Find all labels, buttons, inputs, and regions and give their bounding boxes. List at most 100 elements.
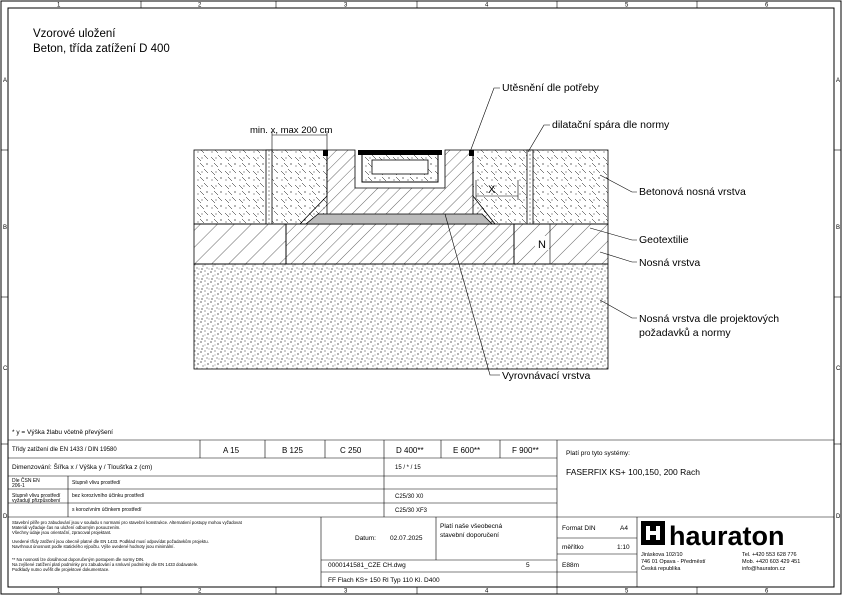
concrete-right: [472, 149, 609, 225]
geotextile-callout: Geotextilie: [639, 234, 689, 246]
note-text: Podklady nutno ověřit dle projektové dok…: [12, 567, 109, 572]
note-text: Všechny údaje jsou orientační, zpracoval…: [12, 530, 111, 535]
col-label: 6: [765, 589, 769, 595]
exposure-row-label: s korozívním účinkem prostředí: [72, 507, 142, 513]
address-line: 746 01 Opava - Předměstí: [641, 559, 706, 565]
sealing-right: [469, 150, 474, 156]
spec-table: [8, 439, 834, 587]
n-dimension-label: N: [538, 239, 546, 251]
address-line: Česká republika: [641, 565, 681, 572]
row-label: D: [836, 514, 841, 520]
scale-value: 1:10: [617, 544, 630, 551]
unit-label: E88m: [562, 562, 579, 569]
footnote: * y = Výška žlabu včetně převýšení: [12, 429, 113, 436]
col-label: 5: [625, 589, 629, 595]
systems-value: FASERFIX KS+ 100,150, 200 Rach: [566, 467, 700, 477]
concrete-norm-label: 206-1: [12, 483, 25, 489]
load-class: C 250: [340, 446, 362, 455]
contact-line: Mob. +420 603 429 451: [742, 559, 800, 565]
contact-line: Tel. +420 553 628 776: [742, 552, 797, 558]
note-text: ** Na nosnosti lze dosáhnout doporučeným…: [12, 557, 144, 562]
col-label: 4: [485, 3, 489, 9]
drawing-number: 0000141581_CZE CH.dwg: [328, 562, 406, 569]
drawing-title: Vzorové uložení: [33, 28, 116, 40]
load-class: A 15: [223, 446, 240, 455]
col-label: 2: [198, 589, 202, 595]
standard-note: stavební doporučení: [440, 532, 499, 539]
col-label: 2: [198, 3, 202, 9]
col-label: 3: [344, 3, 348, 9]
date-label: Datum:: [355, 535, 376, 542]
drawing-title-line: FF Flach KS+ 150 Rl Typ 110 Kl. D400: [328, 577, 440, 584]
exposure-label: Stupně vlivu prostředí: [12, 493, 61, 499]
load-class: F 900**: [512, 446, 539, 455]
format-label: Format DIN: [562, 525, 596, 532]
address-line: Jiráskova 102/10: [641, 552, 683, 558]
base-project-callout-line1: Nosná vrstva dle projektových: [639, 313, 779, 325]
gravel-base-layer: [193, 263, 609, 370]
row-label: A: [3, 78, 7, 84]
sealing-left: [323, 150, 328, 156]
cross-section: min. x, max 200 cm X N: [193, 125, 609, 370]
sealing-callout: Utěsnění dle potřeby: [502, 82, 600, 94]
concrete-layer-callout: Betonová nosná vrstva: [639, 186, 746, 198]
dimensions-value: 15 / * / 15: [395, 465, 421, 471]
row-label: D: [3, 514, 8, 520]
date-value: 02.07.2025: [390, 535, 423, 542]
format-value: A4: [620, 525, 628, 532]
channel-grating: [358, 150, 442, 155]
note-text: Stavební pilíře pro zabudování jsou v so…: [12, 520, 243, 525]
concrete-norm-label: Dle ČSN EN: [12, 477, 40, 484]
col-label: 6: [765, 3, 769, 9]
load-class: E 600**: [453, 446, 480, 455]
note-text: Na zvýšené zatížení platí podmínky pro z…: [12, 562, 198, 567]
standard-note: Platí naše všeobecná: [440, 523, 503, 530]
leader-lines: [444, 87, 637, 376]
channel-interior: [371, 159, 429, 175]
col-label: 1: [57, 3, 61, 9]
col-label: 3: [344, 589, 348, 595]
dimensions-label: Dimenzování: Šířka x / Výška y / Tloušťk…: [12, 462, 152, 471]
leveling-layer: [304, 213, 493, 225]
base-layer-callout: Nosná vrstva: [639, 257, 700, 269]
leveling-callout: Vyrovnávací vrstva: [502, 370, 590, 382]
concrete-left: [193, 149, 328, 225]
row-label: C: [3, 366, 8, 372]
sheet-number: 5: [526, 562, 530, 569]
exposure-row-label: bez korozívního účinku prostředí: [72, 493, 145, 499]
base-project-callout-line2: požadavků a normy: [639, 327, 731, 339]
inner-frame: [7, 7, 835, 588]
row-label: B: [836, 225, 840, 231]
scale-label: měřítko: [562, 544, 584, 551]
col-label: 1: [57, 589, 61, 595]
exposure-row-label: Stupně vlivu prostředí: [72, 480, 121, 486]
note-text: Materiál vyžaduje čas na uložení odborný…: [12, 525, 120, 530]
col-label: 5: [625, 3, 629, 9]
row-label: C: [836, 366, 841, 372]
row-label: B: [3, 225, 7, 231]
drawing-subtitle: Beton, třída zatížení D 400: [33, 43, 170, 55]
contact-line: info@hauraton.cz: [742, 566, 785, 572]
base-layer-middle: [285, 223, 515, 265]
min-max-dimension-label: min. x, max 200 cm: [250, 125, 332, 136]
expansion-joint-callout: dilatační spára dle normy: [552, 119, 670, 131]
note-text: Uvedené třídy zatížení jsou obecně platn…: [12, 539, 209, 544]
exposure-label: vyžadují přizpůsobení: [12, 497, 61, 504]
x-dimension-label: X: [488, 184, 496, 196]
note-text: Navrhnout únosnost podle statického výpo…: [12, 544, 175, 549]
load-class: B 125: [282, 446, 303, 455]
load-class-label: Třídy zatížení dle EN 1433 / DIN 19580: [12, 447, 117, 453]
base-layer-right: [513, 223, 609, 265]
row-label: A: [836, 78, 840, 84]
load-class: D 400**: [396, 446, 424, 455]
exposure-row-value: C25/30 X0: [395, 494, 424, 500]
base-layer-left: [193, 223, 287, 265]
col-label: 4: [485, 589, 489, 595]
systems-label: Platí pro tyto systémy:: [566, 450, 630, 457]
hauraton-logo-icon: [641, 521, 665, 545]
brand-name: hauraton: [669, 521, 785, 551]
exposure-row-value: C25/30 XF3: [395, 508, 428, 514]
